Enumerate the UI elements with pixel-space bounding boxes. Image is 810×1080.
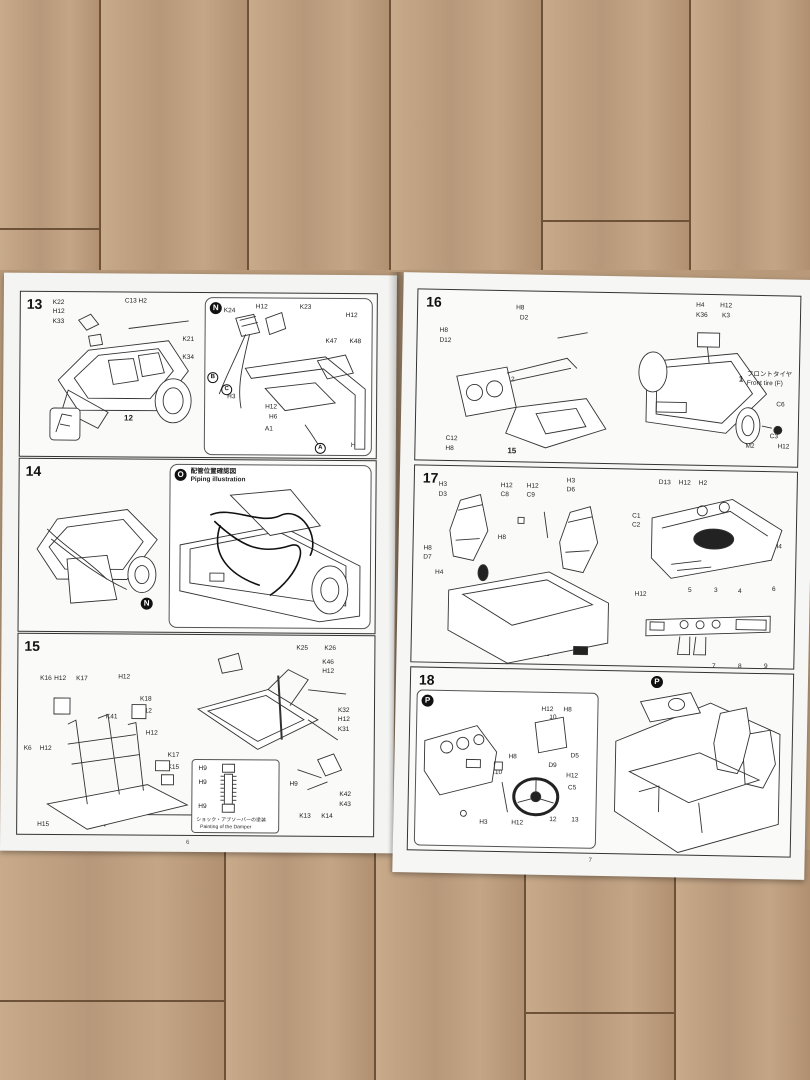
part-label: H12 xyxy=(500,482,513,490)
part-label: H12 xyxy=(720,302,733,310)
step-13-panel: 13 K22 H12 K33 C13 H2 K21 K34 12 N K24 H… xyxy=(18,290,378,460)
part-label: H12 xyxy=(634,590,647,598)
part-label: H12 xyxy=(526,482,539,490)
tire-qty: 1 xyxy=(738,374,744,384)
step-number: 14 xyxy=(25,462,42,479)
page-number-right: 7 xyxy=(588,857,592,864)
page-number-left: 6 xyxy=(186,839,190,846)
part-label: H3 xyxy=(566,477,576,485)
chassis-drawing xyxy=(57,313,192,429)
inset-o: O 配管位置確認図 Piping illustration xyxy=(168,463,372,630)
interior-drawing xyxy=(614,692,781,853)
dashboard-drawing xyxy=(650,498,783,579)
step-number: 18 xyxy=(418,671,435,688)
part-label: K13 xyxy=(299,812,311,820)
star-label: 3 xyxy=(714,587,718,594)
rear-chassis-drawing xyxy=(638,332,768,434)
tank-drawing xyxy=(218,311,366,454)
chassis-piping-drawing xyxy=(36,509,158,604)
part-label: D13 xyxy=(658,479,671,487)
step-18-panel: 18 P H12 H8 D9 D5 C10 H8 C5 H12 H3 H12 1… xyxy=(406,666,795,858)
part-label: C1 xyxy=(632,512,641,520)
part-label: H8 xyxy=(516,304,525,312)
marker-b: B xyxy=(207,372,219,384)
part-label: H2 xyxy=(698,479,708,487)
inset-p: P H12 H8 D9 D5 C10 H8 C5 H12 H3 H12 10 1… xyxy=(413,689,599,849)
marker-c: C xyxy=(221,384,233,396)
part-label: K3 xyxy=(721,312,731,320)
tire-label-jp: フロントタイヤ xyxy=(746,370,793,379)
marker-n: N xyxy=(140,597,153,610)
left-page: 13 K22 H12 K33 C13 H2 K21 K34 12 N K24 H… xyxy=(0,272,398,854)
star-label: 5 xyxy=(688,587,692,594)
part-label: C6 xyxy=(776,401,785,409)
star-label: 7 xyxy=(712,663,716,670)
part-label: H12 xyxy=(678,479,691,487)
part-label: H12 xyxy=(777,443,790,451)
star-label: 9 xyxy=(764,663,768,670)
star-label: 6 xyxy=(772,586,776,593)
part-label: K43 xyxy=(339,800,351,809)
tire-label-en: Front tire (F) xyxy=(746,379,783,388)
part-label: K36 xyxy=(695,311,708,319)
step-17-panel: 17 H3 D3 H12 C8 H12 C9 H3 D6 H8 D7 H8 H4… xyxy=(410,464,799,670)
step-number: 17 xyxy=(422,469,439,486)
step-16-panel: 16 H8 D2 H8 D12 H12 C12 H8 15 H4 H12 K36… xyxy=(414,288,802,468)
inset-n: N K24 H12 K23 H12 K47 K48 H3 H6 A1 H12 H… xyxy=(203,297,373,457)
suspension-drawing xyxy=(46,697,198,830)
damper-drawing xyxy=(220,763,237,813)
step-number: 15 xyxy=(24,637,41,654)
part-label: C3 xyxy=(769,433,779,441)
step-number: 16 xyxy=(426,293,442,310)
damper-caption-jp: ショック・アブソーバーの塗装 xyxy=(196,816,267,824)
part-label: H4 xyxy=(696,301,705,309)
star-label: 8 xyxy=(738,663,742,670)
piping-drawing xyxy=(179,489,361,623)
part-label: C2 xyxy=(631,521,641,529)
detail-callout xyxy=(49,407,81,441)
rear-suspension-drawing xyxy=(196,652,347,791)
step-15-panel: 15 K16 H12 K17 H12 K18 H12 K41 K6 H12 K1… xyxy=(16,632,376,838)
front-tire-drawing xyxy=(735,407,783,445)
exhaust-drawing xyxy=(456,332,607,449)
dash-wheel-drawing xyxy=(423,716,568,817)
panel-detail-drawing xyxy=(645,615,771,656)
step-14-panel: 14 N O 配管位置確認図 Piping illustration xyxy=(17,457,377,635)
part-label: H3 xyxy=(438,480,448,488)
part-label: M2 xyxy=(745,442,755,450)
seats-floor-drawing xyxy=(447,494,609,664)
star-label: 4 xyxy=(738,588,742,595)
right-page: 16 H8 D2 H8 D12 H12 C12 H8 15 H4 H12 K36… xyxy=(392,272,810,880)
marker-a: A xyxy=(314,442,326,454)
damper-caption-en: Painting of the Damper xyxy=(200,824,252,831)
part-label: K14 xyxy=(321,812,333,820)
damper-inset: H9 H9 H9 ショック・アブソーバーの塗装 Painting of the … xyxy=(191,758,280,834)
